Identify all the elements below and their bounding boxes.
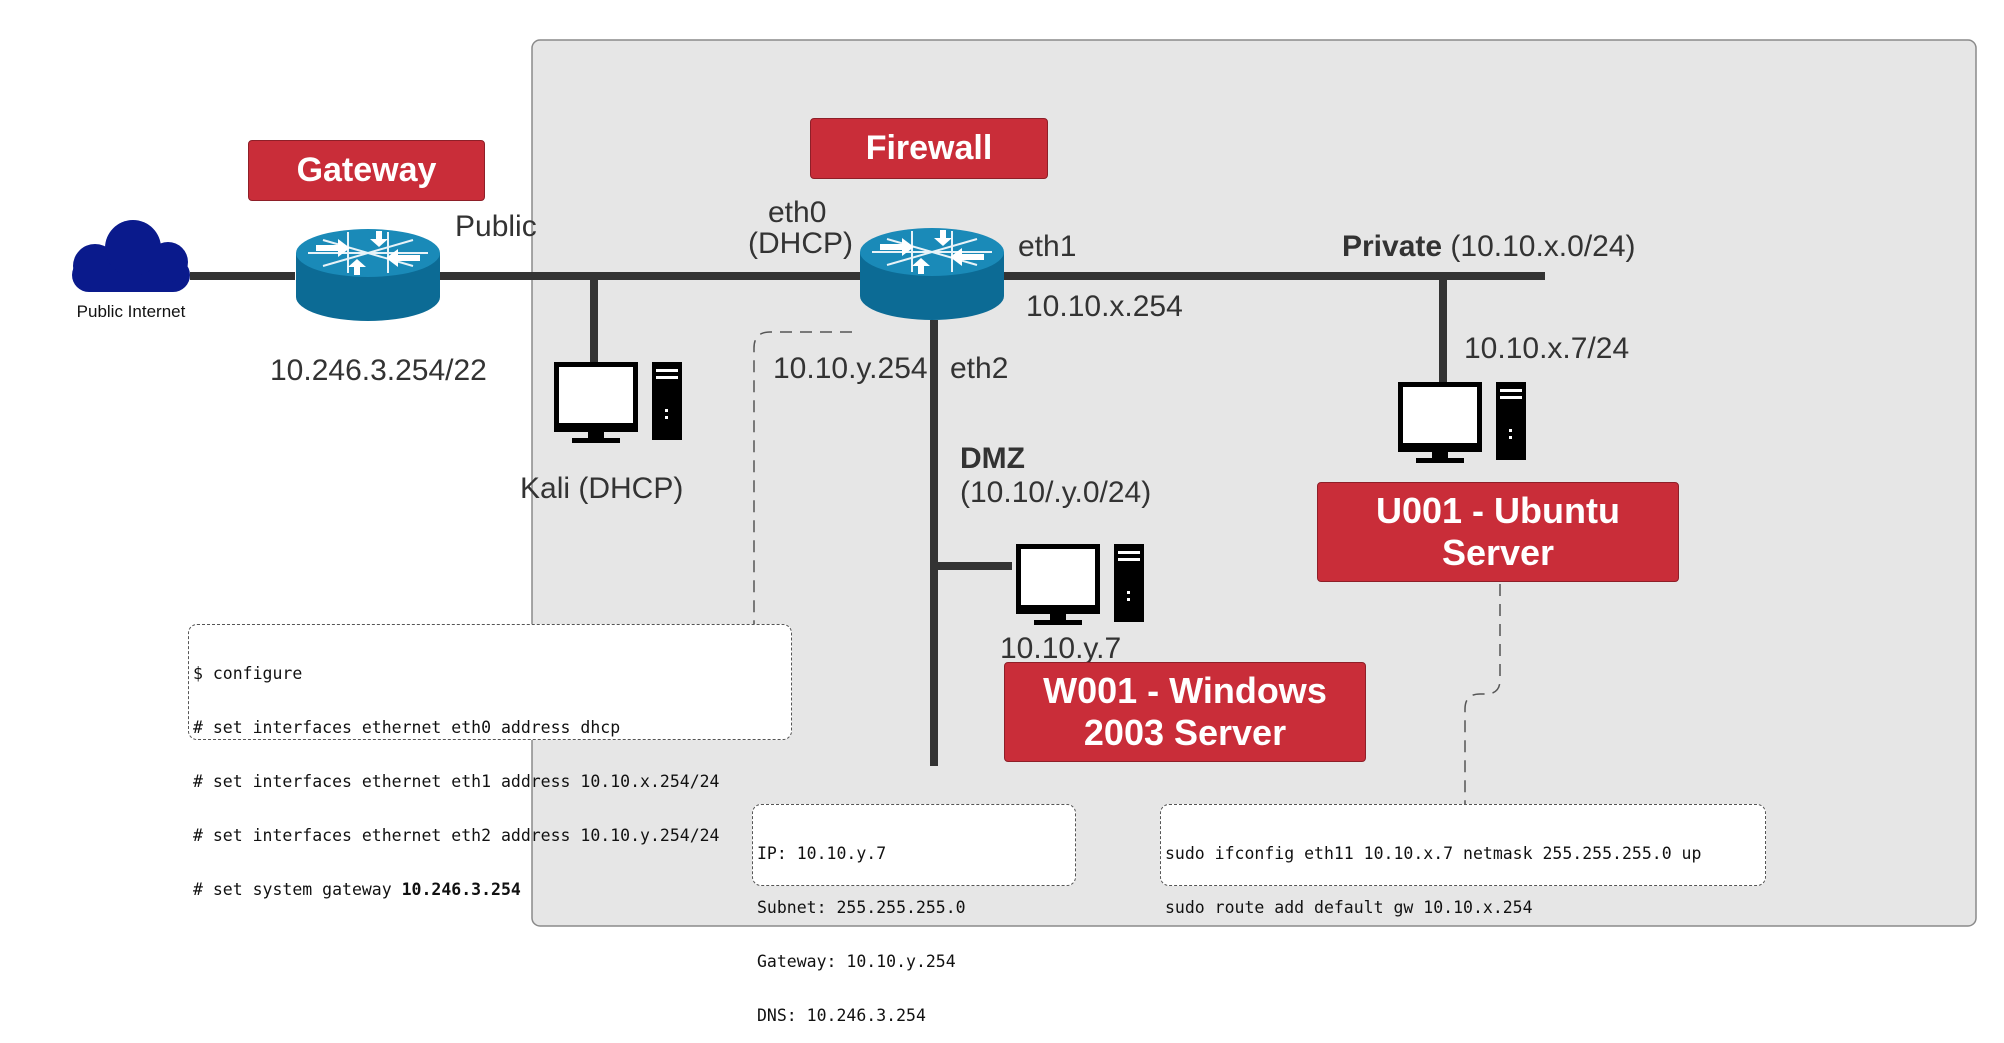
ubuntu-ip-label: 10.10.x.7/24: [1464, 332, 1629, 365]
ubuntu-title-line1: U001 - Ubuntu: [1375, 490, 1620, 531]
gateway-router-icon: [295, 228, 441, 322]
public-internet-label: Public Internet: [77, 302, 186, 321]
windows-title-line1: W001 - Windows: [1043, 670, 1327, 711]
gateway-ip-label: 10.246.3.254/22: [270, 354, 487, 387]
gateway-title-text: Gateway: [296, 151, 437, 189]
windows-config-line: IP: 10.10.y.7: [757, 844, 887, 863]
firewall-config-gateway-prefix: # set system gateway: [193, 880, 402, 899]
firewall-title-text: Firewall: [865, 129, 993, 167]
windows-config-line: Subnet: 255.255.255.0: [757, 898, 966, 917]
dmz-network-name: DMZ: [960, 442, 1025, 475]
ubuntu-title-line2: Server: [1441, 532, 1555, 573]
ubuntu-config-connector: [1464, 584, 1501, 806]
windows-computer-icon: [1016, 544, 1144, 625]
ubuntu-config-line: sudo ifconfig eth11 10.10.x.7 netmask 25…: [1165, 844, 1702, 863]
kali-computer-icon: [554, 362, 682, 443]
firewall-config-line: # set interfaces ethernet eth1 address 1…: [193, 772, 720, 791]
firewall-config-line: # set interfaces ethernet eth2 address 1…: [193, 826, 720, 845]
firewall-config-gateway-ip: 10.246.3.254: [401, 880, 521, 899]
firewall-config-line: # set interfaces ethernet eth0 address d…: [193, 718, 621, 737]
eth0-mode-label: (DHCP): [748, 227, 853, 260]
firewall-title: Firewall: [810, 118, 1048, 179]
gateway-title: Gateway: [248, 140, 485, 201]
private-network-label: Private (10.10.x.0/24): [1342, 230, 1636, 263]
eth2-ip-label: 10.10.y.254: [773, 352, 928, 385]
eth1-label: eth1: [1018, 230, 1076, 263]
firewall-config-gateway-line: # set system gateway 10.246.3.254: [193, 881, 787, 899]
windows-config-note: IP: 10.10.y.7 Subnet: 255.255.255.0 Gate…: [752, 804, 1076, 1025]
kali-label: Kali (DHCP): [520, 472, 683, 505]
private-network-name: Private: [1342, 230, 1442, 263]
eth0-label: eth0: [768, 196, 826, 229]
firewall-config-note: $ configure # set interfaces ethernet et…: [188, 624, 792, 899]
windows-server-title: W001 - Windows 2003 Server: [1004, 662, 1366, 762]
firewall-config-connector: [753, 331, 852, 625]
windows-config-line: Gateway: 10.10.y.254: [757, 952, 956, 971]
windows-title-line2: 2003 Server: [1083, 712, 1287, 753]
firewall-router-icon: [859, 227, 1005, 321]
windows-config-line: DNS: 10.246.3.254: [757, 1006, 926, 1025]
cloud-icon: [72, 220, 190, 292]
eth1-ip-label: 10.10.x.254: [1026, 290, 1183, 323]
ubuntu-server-title: U001 - Ubuntu Server: [1317, 482, 1679, 582]
windows-ip-label: 10.10.y.7: [1000, 632, 1121, 665]
firewall-config-line: $ configure: [193, 664, 303, 683]
private-network-cidr: (10.10.x.0/24): [1442, 230, 1635, 263]
dmz-network-cidr: (10.10/.y.0/24): [960, 476, 1151, 509]
network-diagram: Public Internet Public 10.246.3.254/22 e…: [72, 39, 1977, 927]
ubuntu-config-note: sudo ifconfig eth11 10.10.x.7 netmask 25…: [1160, 804, 1766, 917]
public-link-label: Public: [455, 210, 537, 243]
eth2-label: eth2: [950, 352, 1008, 385]
ubuntu-config-line: sudo route add default gw 10.10.x.254: [1165, 898, 1533, 917]
ubuntu-computer-icon: [1398, 382, 1526, 463]
